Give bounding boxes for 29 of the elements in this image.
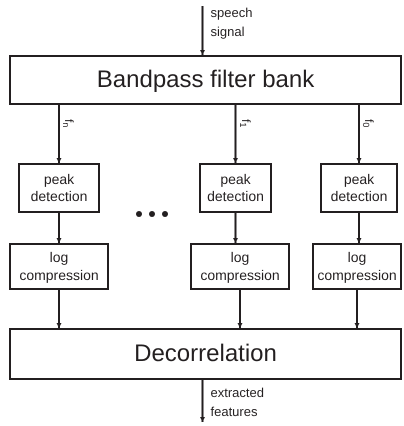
arrow xyxy=(200,6,205,55)
box-label: peak detection xyxy=(330,170,388,206)
box-label: Decorrelation xyxy=(134,339,277,369)
arrow xyxy=(56,290,62,328)
process-box xyxy=(18,163,100,213)
box-label: peak detection xyxy=(206,170,265,206)
arrow xyxy=(238,290,242,328)
process-box xyxy=(312,243,402,290)
process-box xyxy=(320,163,398,213)
process-box xyxy=(9,55,402,105)
arrow xyxy=(354,290,360,328)
arrow xyxy=(56,213,62,243)
arrow xyxy=(200,380,205,422)
arrow xyxy=(356,213,362,243)
edge-label: speech signal xyxy=(210,4,254,41)
arrow xyxy=(233,213,238,243)
box-label: Bandpass filter bank xyxy=(96,65,314,95)
process-box xyxy=(190,243,290,290)
arrow xyxy=(356,105,362,163)
process-box xyxy=(199,163,272,213)
box-label: log compression xyxy=(199,249,281,284)
box-label: log compression xyxy=(18,249,100,284)
arrow xyxy=(56,105,62,163)
arrow xyxy=(233,105,238,163)
process-box xyxy=(9,328,402,380)
edge-label: extracted features xyxy=(210,384,265,421)
box-label: peak detection xyxy=(30,170,88,206)
process-box xyxy=(9,243,109,290)
box-label: log compression xyxy=(316,249,398,284)
